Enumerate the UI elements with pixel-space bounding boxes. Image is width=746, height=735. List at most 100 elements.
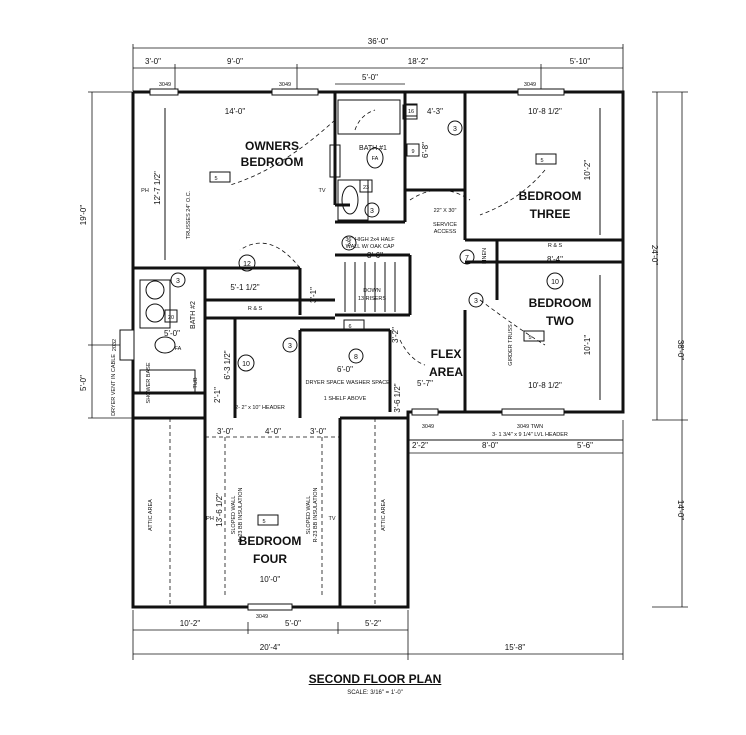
note-service-3: ACCESS <box>434 229 457 235</box>
note-tub: TUB <box>193 377 199 388</box>
note-shelf: 1 SHELF ABOVE <box>324 396 367 402</box>
dim-hall-c: 5'-7" <box>417 379 433 388</box>
note-shower: SHOWER BASE <box>146 362 152 403</box>
tag-5b: 5 <box>540 158 543 164</box>
dim-right-3: 14'-0" <box>676 500 685 521</box>
room-owners-line1: OWNERS <box>245 139 299 153</box>
dim-lower-e: 8'-0" <box>482 441 498 450</box>
dim-bath-top: 5'-0" <box>362 73 378 82</box>
dim-bed3-w: 10'-8 1/2" <box>528 107 562 116</box>
dim-total-width: 36'-0" <box>368 37 389 46</box>
dim-closet-e: 3'-1" <box>309 287 318 303</box>
dim-bed3-h: 10'-2" <box>583 160 592 181</box>
room-bath2: BATH #2 <box>190 301 197 329</box>
window-label-5: 3049 <box>256 614 268 620</box>
dim-hall-a: 6'-0" <box>337 365 353 374</box>
note-linen: LINEN <box>482 248 488 264</box>
note-dryer: DRYER SPACE <box>306 380 345 386</box>
bottom-dimension-lines <box>132 420 624 660</box>
note-washer: WASHER SPACE <box>346 380 390 386</box>
tag-5d: 5 <box>262 519 265 525</box>
callout-circles <box>170 120 564 372</box>
room-bed4-line1: BEDROOM <box>239 534 302 548</box>
note-attic-right: ATTIC AREA <box>381 499 387 531</box>
room-bed2-line1: BEDROOM <box>529 296 592 310</box>
callout-3e: 3 <box>176 278 180 285</box>
dim-left-1: 19'-0" <box>79 205 88 226</box>
note-sloped-right-2: R-23 BB INSULATION <box>313 488 319 543</box>
dim-bed2-w: 10'-8 1/2" <box>528 381 562 390</box>
dim-bottom-e: 15'-8" <box>505 643 526 652</box>
room-bath1: BATH #1 <box>359 145 387 152</box>
dim-closet-f: 8'-4" <box>547 255 563 264</box>
callout-3b: 3 <box>370 208 374 215</box>
dim-lower-d: 2'-2" <box>412 441 428 450</box>
dim-right-2: 38'-0" <box>676 340 685 361</box>
callout-10a: 10 <box>242 361 250 368</box>
tag-6: 6 <box>348 324 351 330</box>
dim-right-1: 24'-0" <box>650 245 659 266</box>
callout-3d: 3 <box>474 298 478 305</box>
note-girder: GIRDER TRUSS <box>508 324 514 366</box>
dim-left-2: 5'-0" <box>79 375 88 391</box>
plan-title: SECOND FLOOR PLAN <box>308 672 442 686</box>
callout-7: 7 <box>465 255 469 262</box>
dim-bottom-d: 20'-4" <box>260 643 281 652</box>
note-header-small: 2- 2" x 10" HEADER <box>235 405 285 411</box>
dim-closet-d: 5'-1 1/2" <box>230 283 259 292</box>
window-label-8: 2032 <box>112 339 118 351</box>
dim-hall-b: 3'-2" <box>391 327 400 343</box>
dim-lower-c: 3'-0" <box>310 427 326 436</box>
window-label-6: 3049 TWN <box>517 424 543 430</box>
stair-treads <box>344 262 396 312</box>
callout-10b: 10 <box>551 279 559 286</box>
dim-top-d: 5'-10" <box>570 57 591 66</box>
note-fa-2: FA <box>175 346 182 352</box>
dim-lower-a: 3'-0" <box>217 427 233 436</box>
exterior-walls <box>131 90 625 609</box>
note-risers: 13 RISERS <box>358 296 386 302</box>
room-flex-line1: FLEX <box>431 347 462 361</box>
dim-bottom-c: 5'-2" <box>365 619 381 628</box>
note-fa-1: FA <box>372 156 379 162</box>
callout-3a: 3 <box>453 126 457 133</box>
note-tv-1: TV <box>318 188 325 194</box>
dim-bed4-w: 10'-0" <box>260 575 281 584</box>
tag-5a: 5 <box>214 176 217 182</box>
note-service-2: SERVICE <box>433 222 457 228</box>
dim-closet-a: 4'-3" <box>427 107 443 116</box>
note-sloped-left-2: R-23 BB INSULATION <box>238 488 244 543</box>
dim-owners-h: 12'-7 1/2" <box>153 171 162 205</box>
callout-3c: 3 <box>347 241 351 248</box>
dim-bath2-w: 5'-0" <box>164 329 180 338</box>
note-tv-2: TV <box>328 516 335 522</box>
tag-16: 16 <box>408 109 414 115</box>
dim-top-a: 3'-0" <box>145 57 161 66</box>
callout-12: 12 <box>243 261 251 268</box>
dim-hall-e: 6'-3 1/2" <box>223 350 232 379</box>
note-r-and-s-1: R & S <box>248 306 263 312</box>
tag-20: 20 <box>168 315 174 321</box>
note-sloped-right-1: SLOPED WALL <box>306 496 312 535</box>
dim-bed4-h: 13'-6 1/2" <box>215 493 224 527</box>
note-r-and-s-2: R & S <box>548 243 563 249</box>
dim-bed2-h: 10'-1" <box>583 335 592 356</box>
callout-8: 8 <box>354 354 358 361</box>
room-flex-line2: AREA <box>429 365 463 379</box>
note-ph-1: PH <box>141 188 149 194</box>
tag-5c: 5 <box>528 335 531 341</box>
room-bed4-line2: FOUR <box>253 552 287 566</box>
room-bed3-line1: BEDROOM <box>519 189 582 203</box>
note-down: DOWN <box>363 288 380 294</box>
room-bed3-line2: THREE <box>530 207 571 221</box>
boxed-tags <box>164 103 557 526</box>
tag-23: 23 <box>363 185 369 191</box>
dim-top-c: 18'-2" <box>408 57 429 66</box>
window-label-4: 3049 <box>422 424 434 430</box>
room-bed2-line2: TWO <box>546 314 574 328</box>
note-dryer-vent: DRYER VENT IN CABLE <box>111 354 117 416</box>
callout-3f: 3 <box>288 343 292 350</box>
sloped-ceiling-lines <box>164 108 601 607</box>
note-ph-2: PH <box>206 516 214 522</box>
dim-lower-f: 5'-6" <box>577 441 593 450</box>
